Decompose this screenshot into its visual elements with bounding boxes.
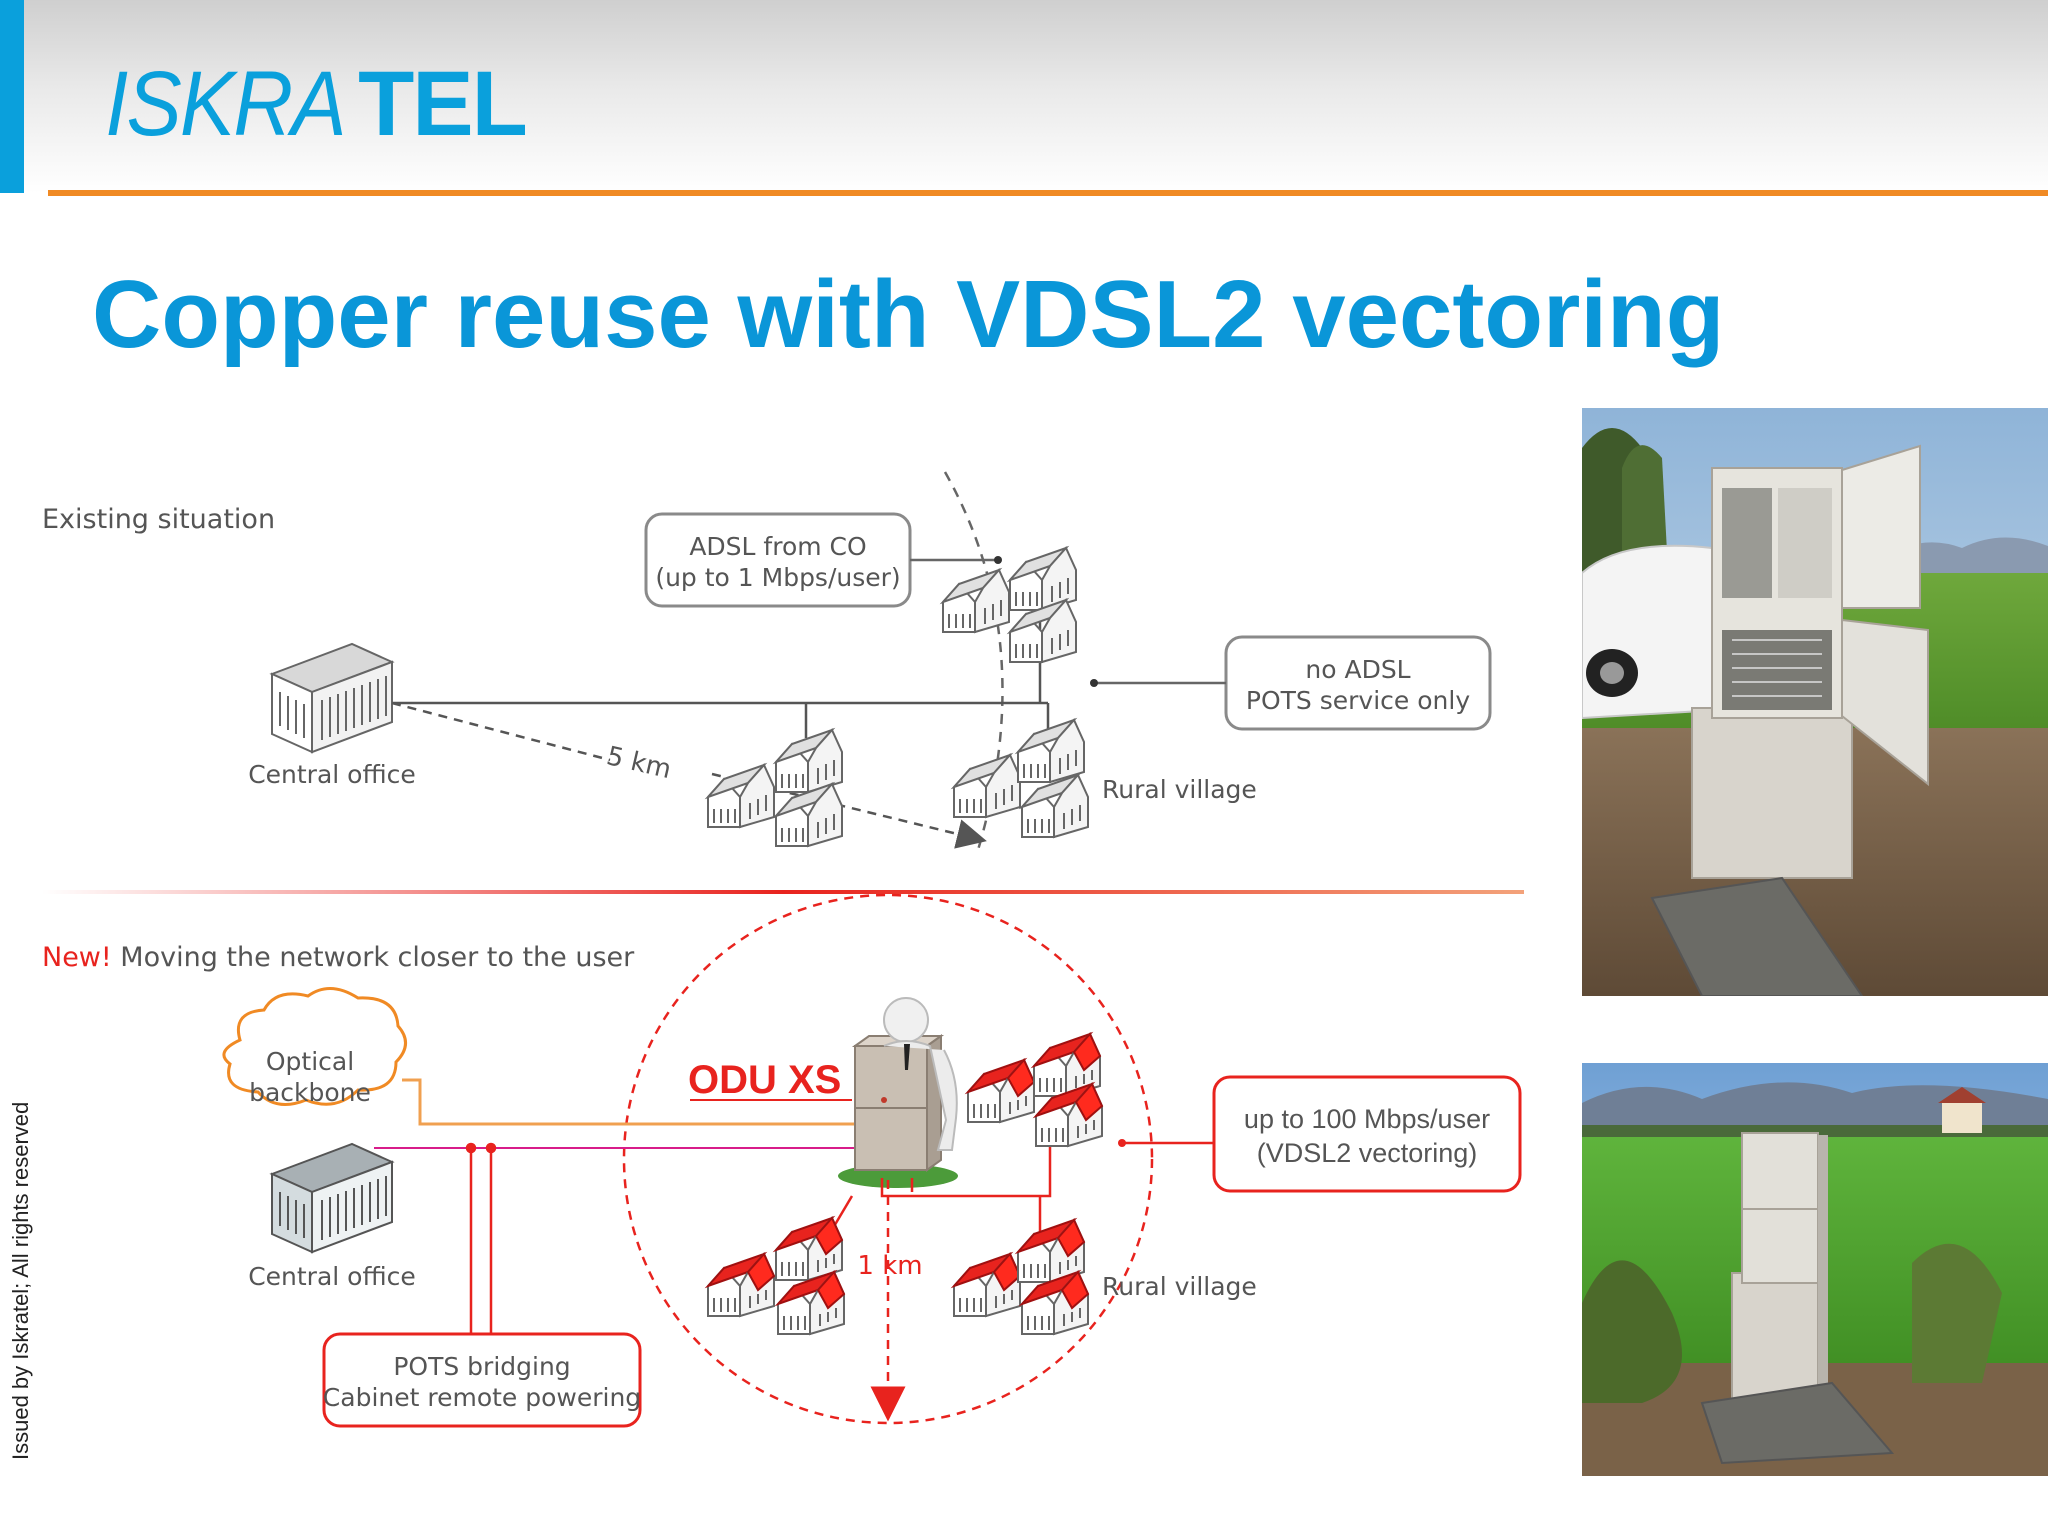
- house-icon: [953, 754, 1021, 818]
- odu-cabinet-icon: [838, 997, 958, 1188]
- house-icon: [777, 1271, 845, 1335]
- header-band: [0, 0, 2048, 193]
- distance-5km-label: 5 km: [604, 741, 674, 785]
- central-office-label-new: Central office: [248, 1262, 416, 1291]
- no-adsl-callout: no ADSL POTS service only: [1090, 635, 1492, 731]
- new-section-text: Moving the network closer to the user: [112, 942, 635, 973]
- house-group-lower-left: [707, 1217, 845, 1335]
- pots-bridging-callout: POTS bridging Cabinet remote powering: [322, 1332, 642, 1428]
- rural-village-label: Rural village: [1102, 775, 1257, 804]
- distance-5km-arrow: [391, 701, 982, 840]
- accent-bar: [0, 0, 24, 193]
- existing-situation-label: Existing situation: [42, 504, 275, 535]
- optical-line2: backbone: [249, 1078, 371, 1107]
- speed-line1: up to 100 Mbps/user: [1244, 1104, 1490, 1134]
- house-group-near: [942, 547, 1077, 663]
- power-lines: [465, 1142, 497, 1334]
- house-icon: [967, 1059, 1035, 1123]
- optical-backbone-cloud: Optical backbone: [222, 987, 407, 1107]
- adsl-line2: (up to 1 Mbps/user): [655, 563, 900, 592]
- fiber-link: [402, 1078, 860, 1126]
- house-icon: [775, 783, 843, 847]
- optical-line1: Optical: [266, 1047, 354, 1076]
- cabinet-closed-photo: [1582, 1063, 2048, 1476]
- house-group-far: [953, 719, 1089, 838]
- header-rule: [48, 190, 2048, 196]
- house-icon: [953, 1253, 1021, 1317]
- vdsl-speed-callout: up to 100 Mbps/user (VDSL2 vectoring): [1118, 1075, 1522, 1193]
- speed-line2: (VDSL2 vectoring): [1257, 1138, 1478, 1168]
- adsl-callout: ADSL from CO (up to 1 Mbps/user): [644, 512, 1002, 608]
- new-section-label: New! Moving the network closer to the us…: [42, 942, 635, 973]
- central-office-building-icon: [271, 643, 393, 753]
- pots-line2: Cabinet remote powering: [323, 1383, 641, 1412]
- central-office-label: Central office: [248, 760, 416, 789]
- house-icon: [775, 1217, 843, 1281]
- house-icon: [1017, 719, 1085, 783]
- section-divider: [42, 890, 1524, 894]
- house-icon: [942, 569, 1010, 633]
- odu-xs-label: ODU XS: [688, 1058, 841, 1102]
- house-group-upper-right: [967, 1033, 1103, 1147]
- vdsl-coverage-circle: [622, 893, 1154, 1425]
- house-icon: [707, 1253, 775, 1317]
- central-office-building-icon: [271, 1143, 393, 1253]
- house-icon: [1021, 774, 1089, 838]
- cabinet-open-photo: [1582, 408, 2048, 996]
- noadsl-line2: POTS service only: [1246, 686, 1470, 715]
- slide-title: Copper reuse with VDSL2 vectoring: [92, 261, 1725, 368]
- house-group-mid: [707, 729, 843, 847]
- new-badge: New!: [42, 942, 112, 973]
- rural-village-label-new: Rural village: [1102, 1272, 1257, 1301]
- noadsl-line1: no ADSL: [1305, 655, 1410, 684]
- pots-line1: POTS bridging: [393, 1352, 570, 1381]
- distance-1km-label: 1 km: [857, 1251, 922, 1281]
- adsl-line1: ADSL from CO: [689, 532, 866, 561]
- house-group-lower-right: [953, 1219, 1089, 1335]
